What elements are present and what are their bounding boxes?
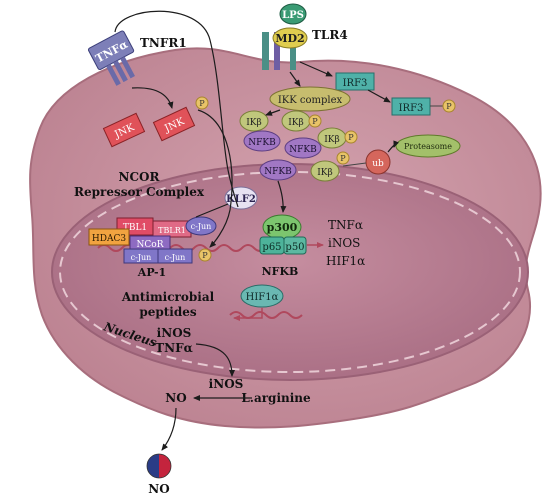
nfkb-c-label: NFKB [264,167,292,177]
jnk-p-label: P [199,99,205,108]
cjun-p-label: P [202,251,208,260]
ikb-d-p-label: P [340,154,346,163]
jnk-b: JNK [152,106,196,142]
ikb-b-phospho [308,114,322,128]
inos-nuclear-label: iNOS [157,326,192,340]
ikb-d [310,160,340,182]
jnk-to-cjun-arrow [197,109,233,248]
tlr4-stem-mid [274,32,280,70]
nfkb-b [284,137,322,159]
nuclear-to-inos-arrow [195,343,235,377]
ikb-c-label: IKβ [324,135,339,145]
ub-shape [365,149,391,175]
nfkb-nuclear-label: NFKB [262,265,299,278]
hif1a-to-peptides-arrow [233,308,263,321]
no-release-arrow [161,407,177,451]
no-cyto-label: NO [165,391,186,405]
tnfr1-label: TNFR1 [140,36,187,50]
hdac3-label: HDAC3 [92,234,126,244]
irf3-p-label: P [446,102,452,111]
ikb-a-label: IKβ [246,118,261,128]
tlr4-stem-left [262,32,269,70]
cjun-b-label: c-Jun [131,253,152,262]
tlr4-label: TLR4 [312,28,348,42]
ikk-to-ikb-arrow [265,109,281,116]
p65-label: p65 [262,242,281,253]
tblr1-label: TBLR1 [158,226,186,235]
cjun-a-shape [185,216,217,236]
dna-strand-lower [229,311,303,319]
klf2-label: KLF2 [226,194,256,205]
hif1a-protein-shape [240,284,284,308]
tlr4-to-irf3-arrow [299,61,333,77]
nfkb-b-label: NFKB [289,145,317,155]
nfkb-a [243,130,281,152]
cjun-a-label: c-Jun [191,222,212,231]
target-inos-label: iNOS [328,236,360,250]
ncor-label: NCoR [137,240,164,250]
proteasome-label: Proteasome [404,142,452,151]
cjun-c-label: c-Jun [165,253,186,262]
tlr4-stem-right [290,32,296,70]
ikk-complex [269,86,351,112]
tlr4-to-ikk-arrow [289,71,301,87]
irf3-lower-label: IRF3 [399,103,424,114]
lps-label: LPS [282,10,304,21]
no-molecule [146,453,172,479]
md2-shape [272,27,308,49]
no-out-label: NO [148,482,169,496]
irf3-lower: IRF3 P [391,97,456,116]
irf3-upper: IRF3 [335,72,375,91]
nfkb-c [259,159,297,181]
jnk-a: JNK [102,112,146,148]
ub-to-proteasome-arrow [387,140,400,153]
ikb-d-phospho [336,151,350,165]
ikb-a [239,110,269,132]
md2-label: MD2 [275,32,304,45]
nfkb-a-label: NFKB [248,138,276,148]
lps-shape [279,3,307,25]
tbl1-label: TBL1 [123,223,147,233]
ncor-title-line1: NCOR [119,170,161,184]
ikb-c-phospho [344,130,358,144]
ikb-b-label: IKβ [288,118,303,128]
antimicrobial-line2: peptides [139,305,197,319]
cjun-c-shape [157,248,193,264]
irf3-upper-label: IRF3 [343,78,368,89]
jnk-phospho [195,96,209,110]
klf2-inhibit-line [195,203,229,218]
hdac3-shape [88,228,130,246]
ikb-c-p-label: P [348,133,354,142]
cjun-phospho [198,248,212,262]
p50-label: p50 [285,242,304,253]
ikb-d-label: IKβ [317,168,332,178]
ap1-label: AP-1 [137,266,166,279]
tnfr1-to-jnk-arrow [131,87,174,109]
antimicrobial-line1: Antimicrobial [121,290,215,304]
larginine-label: L.arginine [241,391,311,405]
hif1a-protein-label: HIF1α [246,292,279,303]
irf3-phospho-arrow [367,89,391,103]
p50-shape [283,236,307,255]
ikb-b-p-label: P [312,117,318,126]
target-hif1a-label: HIF1α [326,254,365,268]
p300-label: p300 [267,221,298,234]
target-tnfa-label: TNFα [328,218,363,232]
ncor-title-line2: Repressor Complex [74,185,205,199]
tnfa-nuclear-label: TNFα [155,341,193,355]
ub-label: ub [372,159,384,169]
ikk-complex-label: IKK complex [278,95,343,106]
nfkb-translocation-arrow [277,180,287,213]
inos-cyto-label: iNOS [209,377,244,391]
